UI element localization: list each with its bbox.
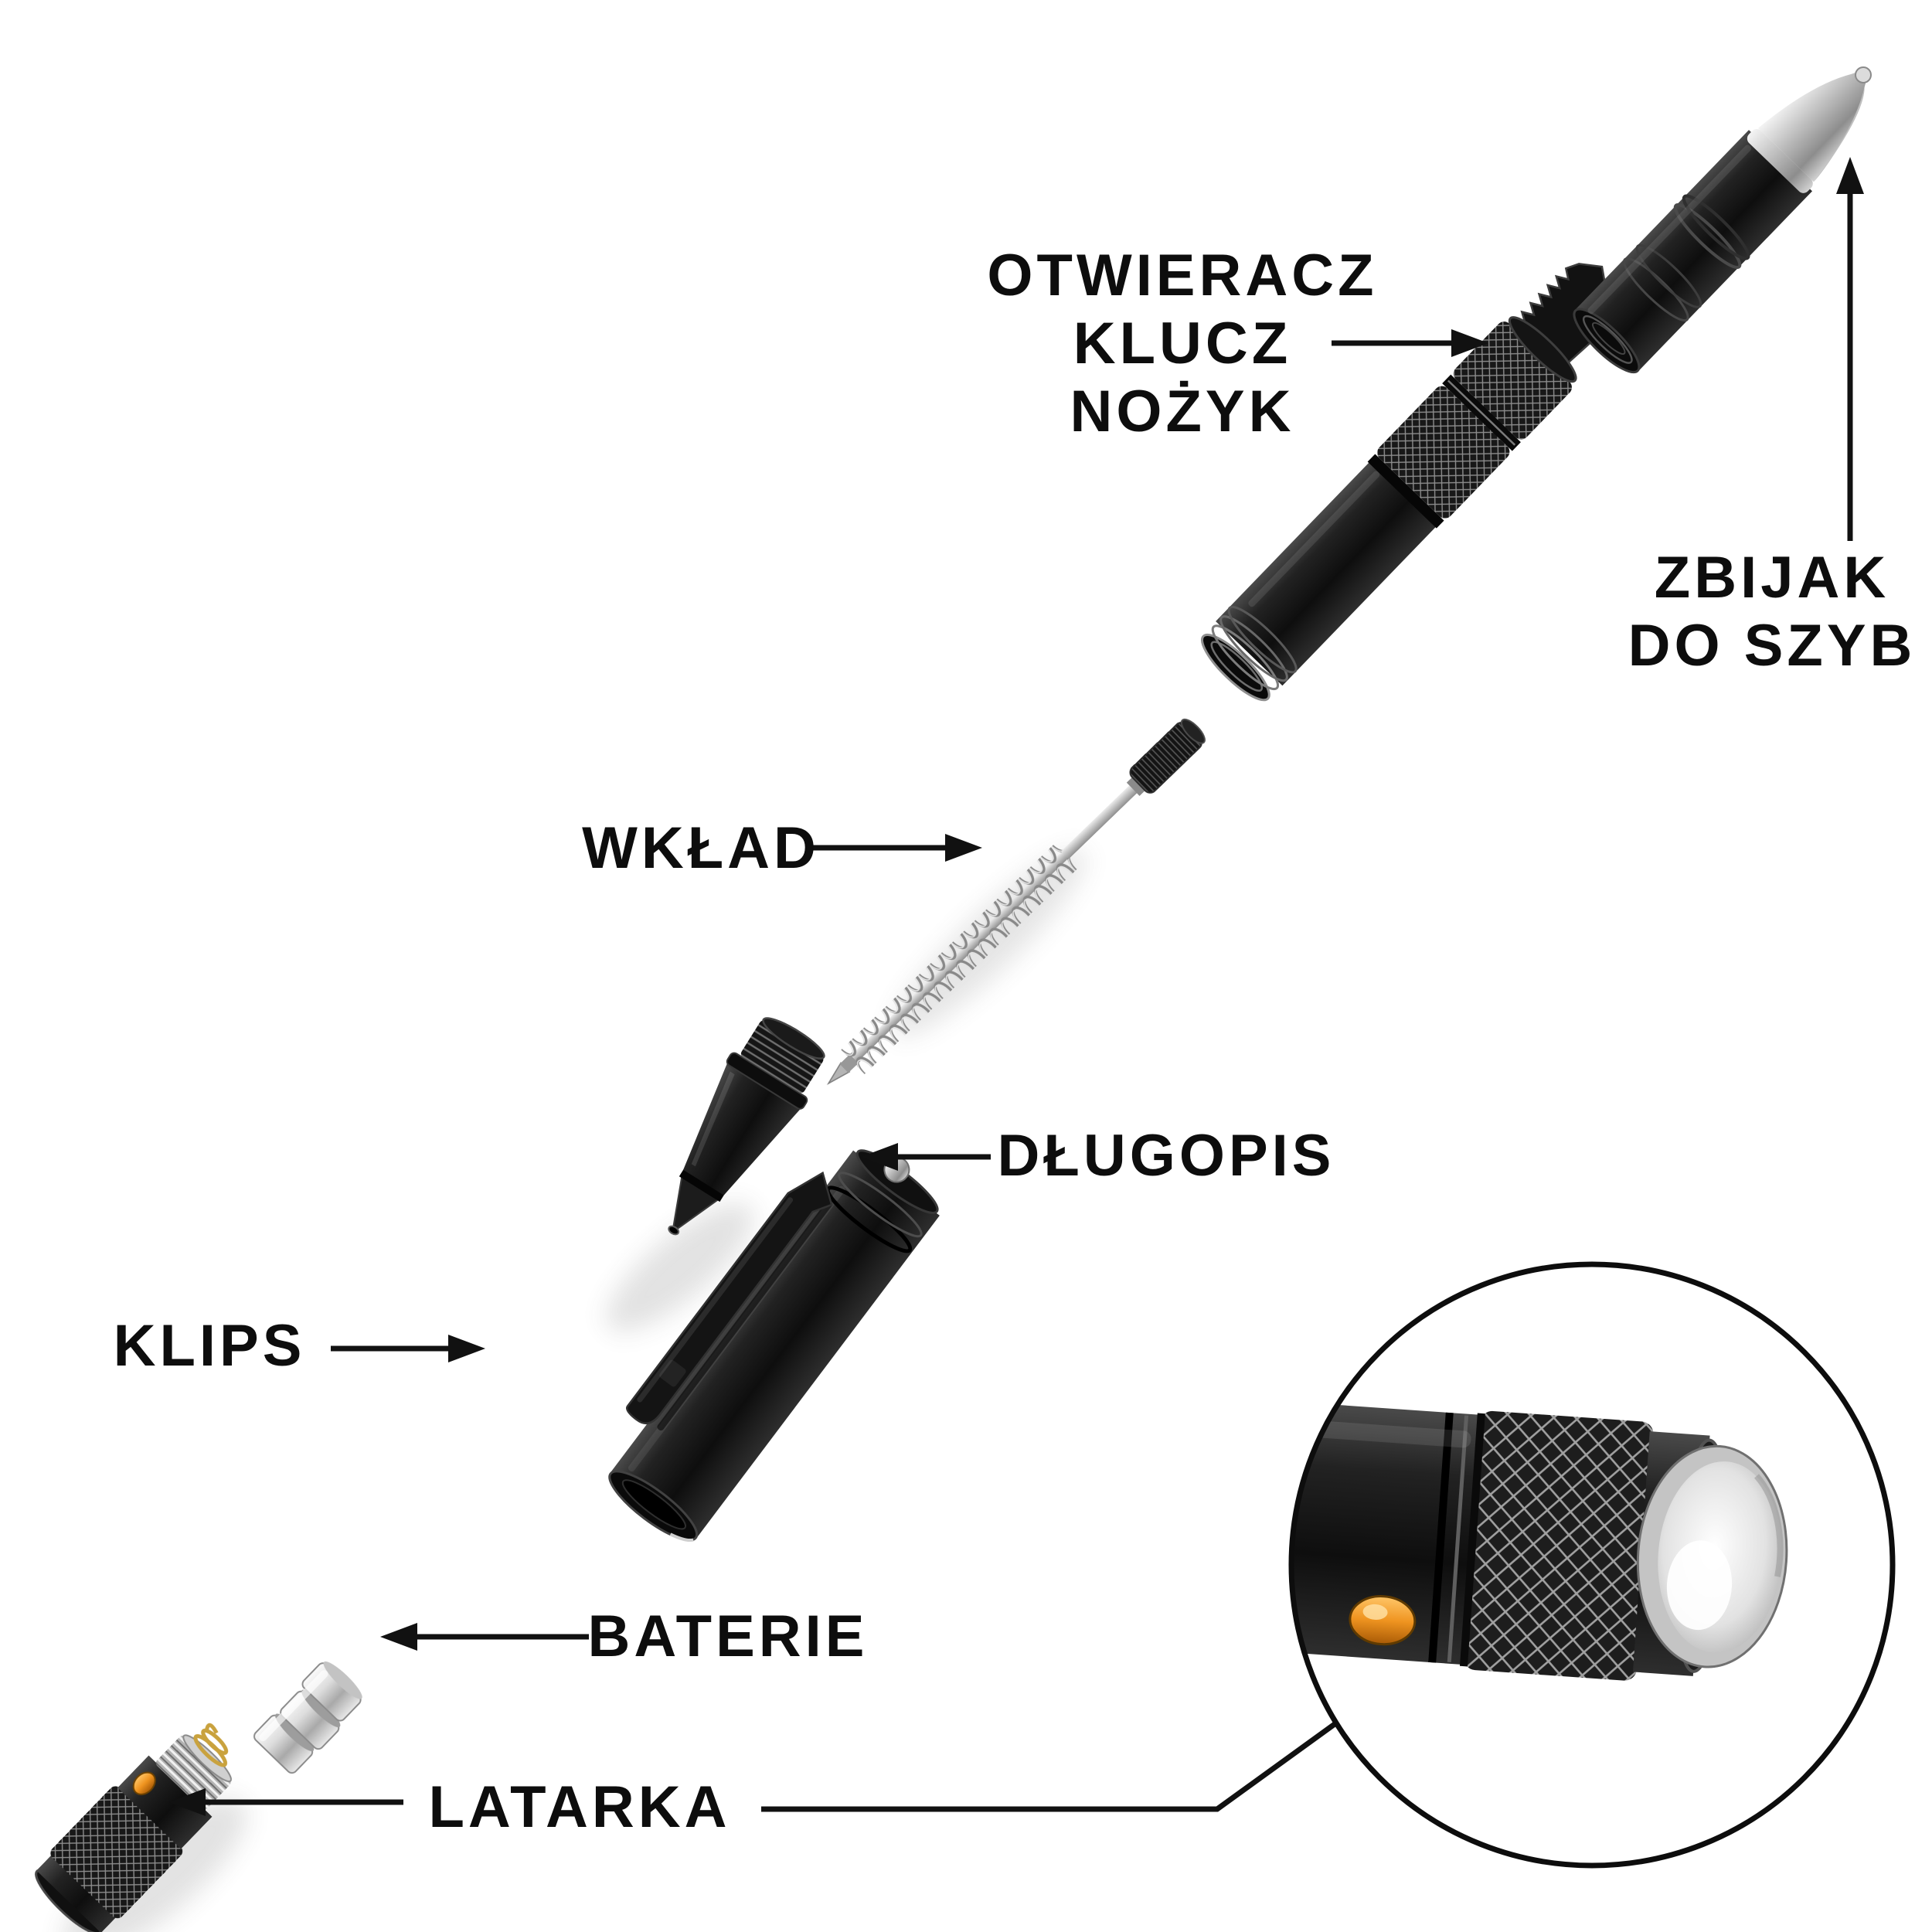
label-batteries: BATERIE xyxy=(587,1604,869,1669)
cap-glass-breaker xyxy=(1573,66,1872,374)
label-opener-line3: NOŻYK xyxy=(1070,379,1295,444)
batteries-arrow-left-icon xyxy=(380,1623,589,1651)
label-opener-line2: KLUCZ xyxy=(1073,311,1292,376)
inset-connector-line xyxy=(761,1712,1351,1812)
glass-breaker-arrow-up-icon xyxy=(1836,157,1864,541)
label-opener-klucz-nozyk: OTWIERACZ KLUCZ NOŻYK xyxy=(987,242,1377,446)
grip-barrel xyxy=(1201,316,1577,702)
label-refill: WKŁAD xyxy=(582,815,820,881)
flashlight-head xyxy=(35,1723,233,1932)
label-flashlight: LATARKA xyxy=(428,1774,731,1840)
flashlight-zoom-inset xyxy=(1288,1261,1896,1869)
ink-refill-spring xyxy=(826,718,1206,1086)
barrel-threads xyxy=(1201,605,1298,702)
label-glass-breaker: ZBIJAK DO SZYB xyxy=(1628,544,1917,680)
flashlight-arrow-left-icon xyxy=(168,1788,403,1816)
clip-arrow-right-icon xyxy=(331,1335,485,1362)
label-clip: KLIPS xyxy=(113,1313,306,1379)
clip-barrel xyxy=(608,1149,940,1542)
opener-arrow-right-icon xyxy=(1332,329,1488,357)
pen-nose-cone xyxy=(668,1017,825,1236)
refill-arrow-right-icon xyxy=(813,834,982,862)
label-glass-breaker-line1: ZBIJAK xyxy=(1654,545,1890,611)
label-opener-line1: OTWIERACZ xyxy=(987,243,1378,308)
label-pen: DŁUGOPIS xyxy=(997,1123,1335,1189)
label-glass-breaker-line2: DO SZYB xyxy=(1628,613,1917,679)
leader-arrows xyxy=(168,157,1864,1816)
flashlight-spring xyxy=(193,1723,229,1767)
pen-arrow-left-icon xyxy=(861,1143,991,1171)
button-cell-batteries xyxy=(253,1661,362,1774)
